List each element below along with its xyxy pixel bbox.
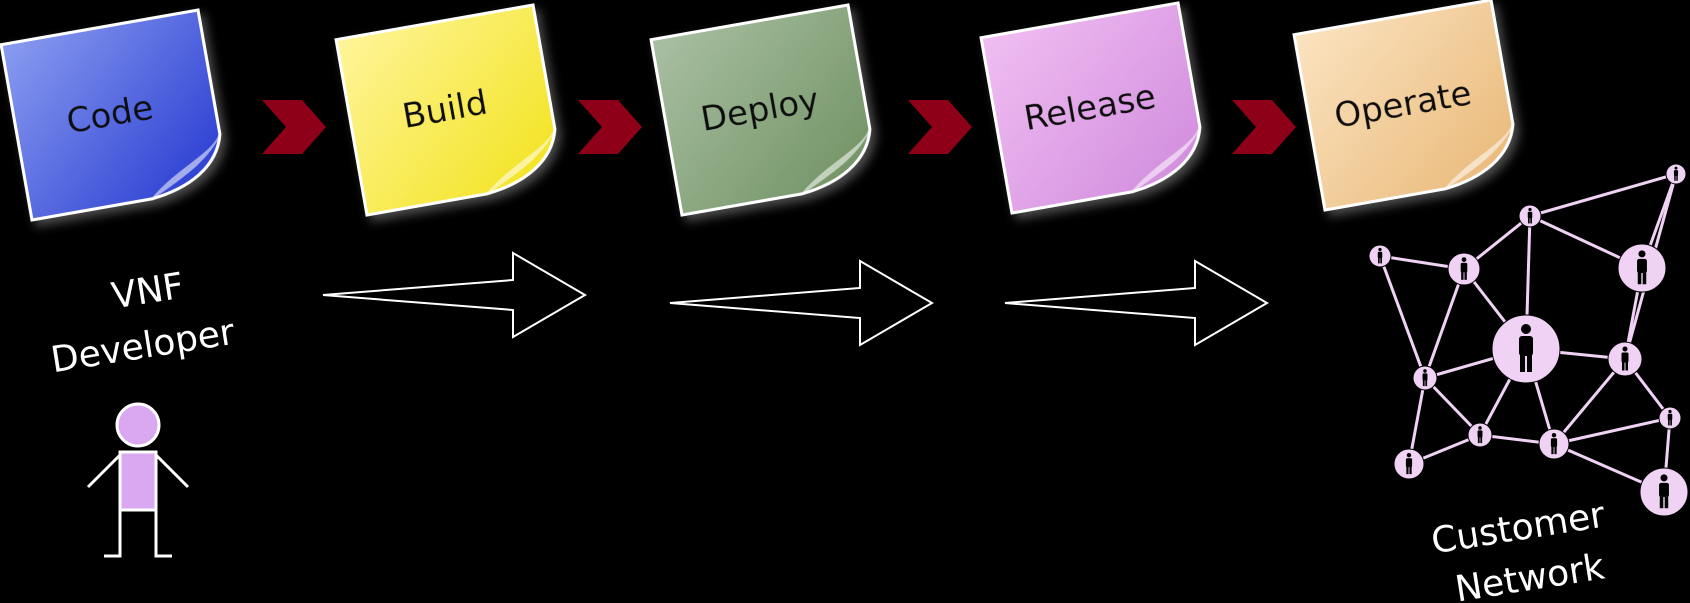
customer-network-icon [1368, 163, 1689, 517]
developer-label-line2: Developer [48, 312, 237, 381]
developer-block: VNF Developer [48, 266, 238, 558]
network-node [1393, 448, 1425, 480]
network-node [1467, 422, 1493, 448]
network-node [1538, 428, 1570, 460]
network-node [1447, 252, 1481, 286]
note-curl [1131, 126, 1201, 193]
developer-person-icon [86, 402, 190, 558]
note-curl [1444, 123, 1514, 190]
person-head [115, 402, 161, 448]
customer-block: Customer Network [1429, 495, 1608, 603]
network-links [1378, 172, 1678, 494]
stage-note-code: Code [0, 8, 222, 222]
stage-note-operate: Operate [1292, 0, 1515, 212]
note-curl [801, 128, 871, 195]
network-node [1607, 341, 1643, 377]
network-nodes [1368, 163, 1689, 517]
flow-arrow [1004, 259, 1269, 347]
chevron-group [262, 100, 1296, 154]
network-node [1412, 365, 1438, 391]
chevron-arrow [262, 100, 326, 154]
flow-arrow [669, 259, 934, 347]
stage-note-release: Release [979, 1, 1202, 215]
chevron-arrow [908, 100, 972, 154]
network-node [1665, 163, 1687, 185]
flow-arrow-group [322, 251, 1269, 347]
network-node [1368, 244, 1392, 268]
network-node [1518, 204, 1542, 228]
network-node [1491, 314, 1561, 384]
person-body [118, 450, 158, 512]
note-curl [151, 133, 221, 200]
flow-arrow [322, 251, 587, 339]
chevron-arrow [1232, 100, 1296, 154]
stage-note-build: Build [334, 3, 557, 217]
network-node [1658, 406, 1682, 430]
network-node [1639, 467, 1689, 517]
note-curl [486, 128, 556, 195]
developer-label-line1: VNF [109, 266, 187, 318]
chevron-arrow [578, 100, 642, 154]
stage-note-deploy: Deploy [649, 3, 872, 217]
network-node [1617, 243, 1667, 293]
